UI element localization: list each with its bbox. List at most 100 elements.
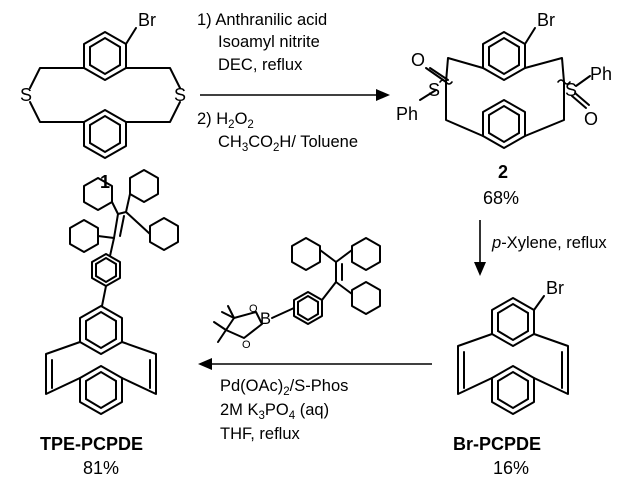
compound-1-lower-ring-inner — [89, 114, 121, 154]
step1-line5: CH3CO2H/ Toluene — [218, 133, 358, 154]
br-pcpde-yield: 16% — [493, 458, 529, 478]
compound-2-sph-left — [419, 89, 437, 101]
tpe-pcpde-bridge-right — [121, 341, 157, 395]
br-pcpde-lower-ring — [491, 365, 535, 415]
br-pcpde-br-label: Br — [546, 278, 564, 298]
compound-2-o-right: O — [584, 109, 598, 129]
br-pcpde-upper-ring-inner — [497, 302, 529, 342]
compound-2-s-right: S — [565, 80, 577, 100]
pinacol-ring — [225, 311, 263, 339]
tpe-phenyl-3 — [351, 281, 381, 315]
tpe-pcpde-b4 — [125, 211, 151, 235]
compound-2-lower-ring-inner — [488, 104, 520, 144]
tpe-pcpde-lower-ring-inner — [85, 370, 117, 410]
compound-2-br-bond — [524, 27, 536, 45]
step3-arrow-head — [198, 358, 212, 370]
compound-2-structure — [419, 27, 591, 149]
step1-line2: Isoamyl nitrite — [218, 33, 320, 51]
tpe-pcpde-b3 — [97, 235, 115, 239]
tpe-pcpde-alkene-top — [117, 211, 127, 215]
step1-arrow-head — [376, 89, 390, 101]
compound-1-bridge-right-top — [125, 67, 181, 89]
tpe-bond-ph2 — [335, 249, 353, 263]
step1-line1: 1) Anthranilic acid — [197, 11, 327, 29]
compound-1-br-label: Br — [138, 10, 156, 30]
compound-2-br-label: Br — [537, 10, 555, 30]
compound-1-br-bond — [125, 27, 137, 45]
boronate-reagent-structure — [213, 237, 381, 343]
tpe-pcpde-link-bond — [101, 285, 107, 307]
tpe-pcpde-alkene-double — [119, 215, 125, 237]
tpe-pcpde-ph-top-right — [129, 169, 159, 203]
tpe-pcpde-upper-ring-inner — [85, 310, 117, 350]
compound-1-structure — [29, 27, 181, 159]
compound-2-s-left: S — [428, 80, 440, 100]
compound-1-lower-ring — [83, 109, 127, 159]
compound-2-so-right — [571, 95, 587, 109]
compound-2-o-left: O — [411, 50, 425, 70]
boronate-o-top: O — [249, 303, 258, 315]
boronate-aryl-ring-inner — [297, 294, 319, 322]
compound-2-bridge-right-bottom — [524, 81, 565, 137]
boronate-aryl-ring — [293, 291, 323, 325]
pin-me1 — [213, 321, 227, 331]
br-pcpde-br-bond — [533, 295, 545, 311]
compound-1-upper-ring-inner — [89, 36, 121, 76]
tpe-pcpde-b1 — [111, 201, 119, 215]
br-pcpde-structure — [457, 295, 569, 415]
compound-2-bridge-left-bottom — [445, 81, 484, 137]
pin-me2 — [217, 329, 227, 343]
tpe-phenyl-1 — [291, 237, 321, 271]
tpe-pcpde-ph-left — [69, 219, 99, 253]
br-pcpde-lower-ring-inner — [497, 370, 529, 410]
step1-line4: 2) H2O2 — [197, 110, 254, 131]
tpe-bond-ph1 — [319, 249, 337, 263]
step3-line2: 2M K3PO4 (aq) — [220, 401, 329, 422]
compound-2-so-right-2 — [574, 92, 590, 106]
compound-1-bridge-left-top — [29, 67, 85, 89]
compound-2-ph-left: Ph — [396, 104, 418, 124]
tpe-pcpde-b2 — [125, 193, 131, 213]
step3-line3: THF, reflux — [220, 425, 301, 443]
step1-line3: DEC, reflux — [218, 56, 303, 74]
tpe-pcpde-bridge-left — [45, 341, 81, 395]
compound-1-s-right: S — [174, 85, 186, 105]
tpe-pcpde-aryl-linker-inner — [95, 256, 117, 284]
tpe-pcpde-label: TPE-PCPDE — [40, 434, 143, 454]
tpe-pcpde-ph-top-left — [83, 177, 113, 211]
compound-2-so-left — [425, 67, 447, 83]
compound-2-wavy-right — [557, 79, 571, 85]
tpe-bond-ph3 — [335, 281, 353, 295]
pin-me4 — [221, 311, 235, 319]
tpe-pcpde-structure — [45, 169, 179, 415]
compound-2-bridge-left-top — [445, 57, 484, 83]
tpe-pcpde-alkene — [113, 213, 119, 239]
compound-1-bridge-right-bottom — [125, 101, 181, 123]
compound-1-s-left: S — [20, 85, 32, 105]
tpe-pcpde-yield: 81% — [83, 458, 119, 478]
tpe-pcpde-aryl-linker — [91, 253, 121, 287]
br-pcpde-bridge-right — [533, 333, 569, 395]
boronate-o-bottom: O — [242, 339, 251, 351]
b-aryl-bond — [271, 307, 295, 319]
pin-me3 — [227, 305, 235, 319]
compound-2-sph-right — [575, 75, 591, 87]
compound-2-upper-ring-inner — [488, 36, 520, 76]
compound-2-yield: 68% — [483, 188, 519, 208]
compound-2-label: 2 — [498, 162, 508, 182]
boronate-b-label: B — [260, 310, 271, 328]
tpe-pcpde-ph-right — [149, 217, 179, 251]
compound-1-bridge-left-bottom — [29, 101, 85, 123]
step3-line1: Pd(OAc)2/S-Phos — [220, 377, 348, 398]
tpe-phenyl-2 — [351, 237, 381, 271]
step2-arrow-head — [474, 262, 486, 276]
tpe-pcpde-lower-ring — [79, 365, 123, 415]
compound-2-so-left-2 — [429, 67, 449, 81]
tpe-pcpde-b5 — [109, 237, 115, 257]
tpe-aryl-to-alkene — [321, 281, 337, 301]
step2-conditions: p-Xylene, reflux — [491, 234, 607, 252]
compound-2-bridge-right-top — [524, 57, 565, 83]
compound-2-ph-right: Ph — [590, 64, 612, 84]
br-pcpde-label: Br-PCPDE — [453, 434, 541, 454]
